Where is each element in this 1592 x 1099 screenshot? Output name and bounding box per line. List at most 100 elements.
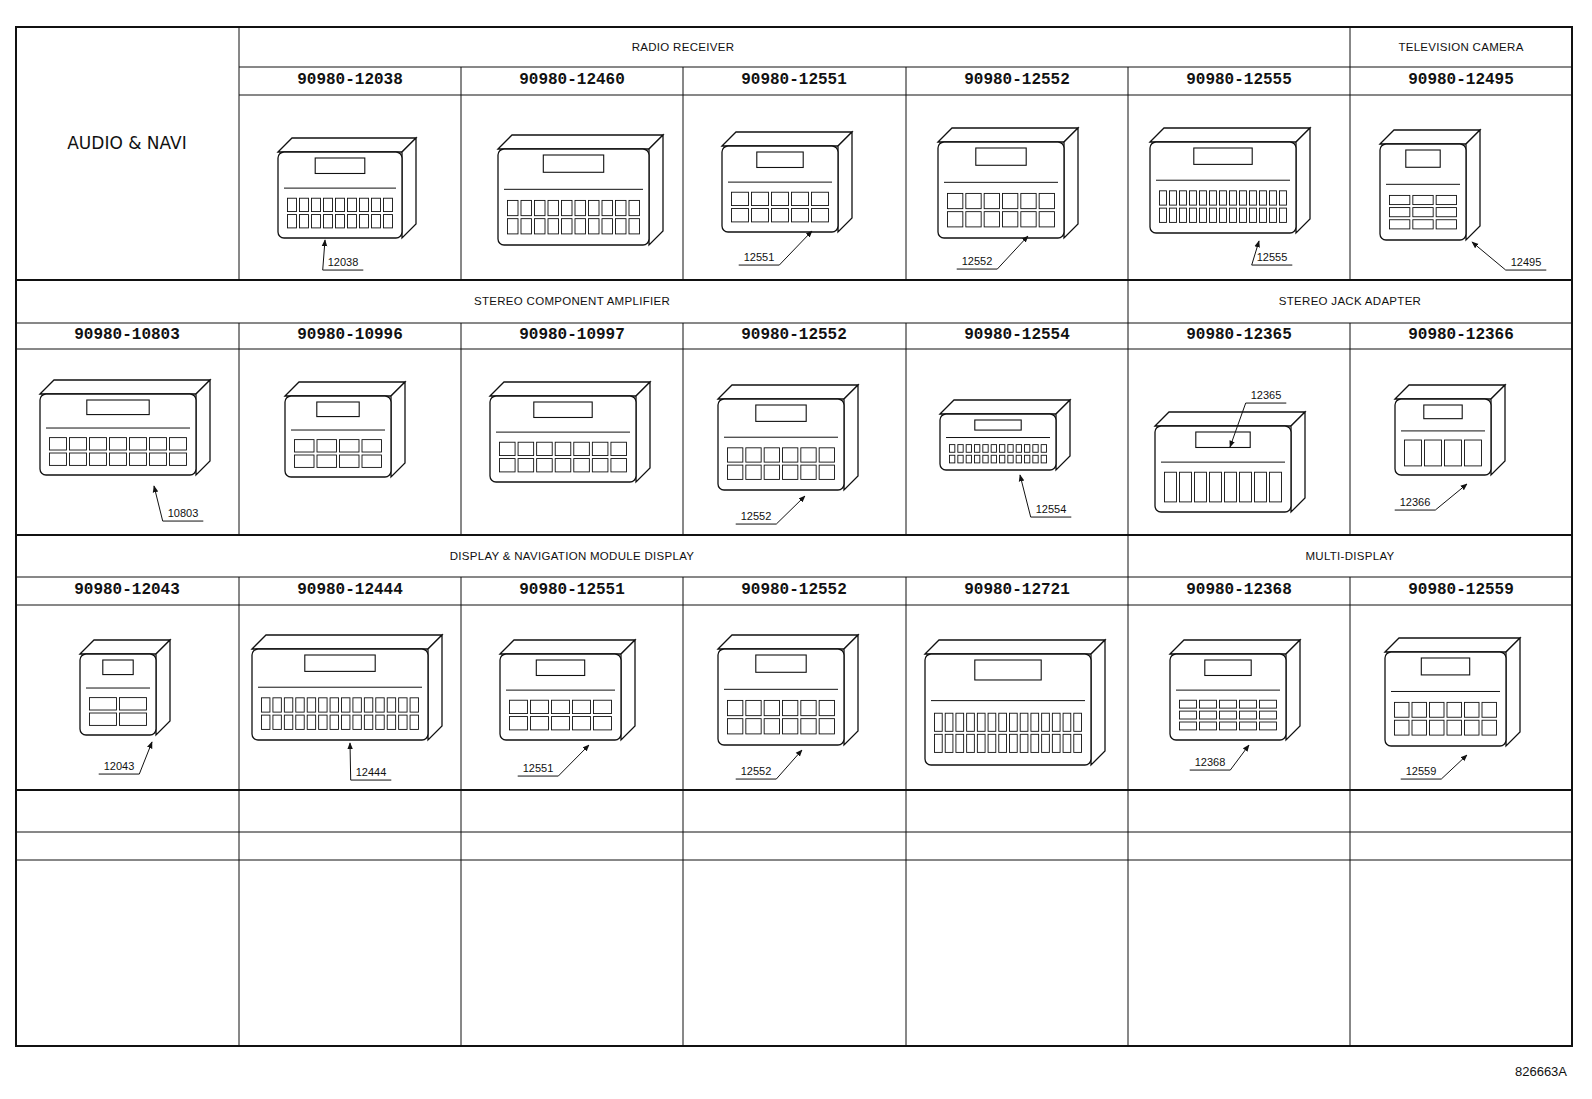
connector-outline [1395,385,1505,399]
connector-outline [1150,142,1296,233]
terminal-cavity [935,713,943,731]
terminal-cavity [295,455,315,467]
table-line [461,323,462,535]
terminal-cavity [783,448,798,462]
leader-line [997,236,1028,269]
connector-latch [1421,658,1469,675]
terminal-cavity [801,465,816,479]
terminal-cavity [70,453,87,465]
terminal-cavity [1200,208,1207,222]
terminal-cavity [783,719,798,734]
terminal-cavity [1240,472,1252,502]
connector-outline [1091,640,1105,765]
callout-number: 12552 [741,510,772,522]
section-heading: RADIO RECEIVER [632,41,735,54]
connector-outline [80,654,156,735]
terminal-cavity [966,212,981,227]
terminal-cavity [508,219,519,234]
connector-slot [46,428,190,429]
terminal-cavity [1190,208,1197,222]
connector-outline [844,385,858,490]
terminal-cavity [1031,713,1039,731]
terminal-cavity [1270,208,1277,222]
terminal-cavity [1412,720,1427,735]
terminal-cavity [319,698,327,712]
connector-outline [402,138,416,238]
terminal-cavity [307,698,315,712]
leader-line [1472,242,1506,270]
part-number: 90980-12368 [1186,582,1292,600]
terminal-cavity [772,209,789,222]
connector-latch [975,660,1041,680]
connector-outline [498,135,663,149]
connector-slot [724,689,838,690]
terminal-cavity [300,198,309,211]
table-line [16,789,1572,791]
leader-line [736,779,777,780]
connector-outline [718,635,858,649]
table-line [461,577,462,790]
terminal-cavity [1021,212,1036,227]
connector-outline [1056,400,1070,470]
leader-line [1395,510,1436,511]
connector-outline [1506,638,1520,746]
leader-line [323,240,325,270]
connector-outline [285,382,405,396]
terminal-cavity [1008,455,1013,463]
terminal-cavity [410,715,418,729]
terminal-cavity [1031,734,1039,752]
terminal-cavity [1395,702,1410,717]
terminal-cavity [1436,208,1456,217]
terminal-cavity [1220,700,1237,708]
terminal-cavity [728,719,743,734]
terminal-cavity [1074,734,1082,752]
terminal-cavity [518,442,534,455]
terminal-cavity [410,698,418,712]
terminal-cavity [752,192,769,205]
table-line [239,790,240,1046]
terminal-cavity [1180,472,1192,502]
terminal-cavity [1220,208,1227,222]
terminal-cavity [1160,191,1167,205]
connector-latch [1406,150,1440,167]
table-line [683,67,684,280]
part-number: 90980-12552 [964,72,1070,90]
connector-outline [838,132,852,232]
terminal-cavity [1170,208,1177,222]
connector-slot [946,437,1050,438]
table-line [1350,577,1351,790]
terminal-cavity [387,715,395,729]
connector-slot [1161,462,1285,463]
connector-slot [724,437,838,438]
table-line [239,27,240,280]
terminal-cavity [1180,722,1197,730]
connector-latch [756,655,806,672]
table-line [906,67,907,280]
leader-line [323,270,364,271]
connector-slot [284,188,396,189]
connector-slot [944,182,1058,183]
terminal-cavity [1003,193,1018,208]
table-line [683,790,684,1046]
connector-latch [975,420,1021,430]
terminal-cavity [1405,440,1422,466]
terminal-cavity [521,219,532,234]
callout-number: 12555 [1257,251,1288,263]
callout-number: 12043 [104,760,135,772]
leader-line [99,774,140,775]
terminal-cavity [555,442,571,455]
terminal-cavity [273,715,281,729]
callout-number: 12554 [1036,503,1067,515]
terminal-cavity [611,459,627,472]
terminal-cavity [732,209,749,222]
terminal-cavity [575,219,586,234]
terminal-cavity [1010,734,1018,752]
connector-outline [1395,399,1491,475]
terminal-cavity [1240,711,1257,719]
leader-line [558,745,589,776]
terminal-cavity [284,698,292,712]
connector-slot [258,687,422,688]
terminal-cavity [616,219,627,234]
terminal-cavity [1240,700,1257,708]
